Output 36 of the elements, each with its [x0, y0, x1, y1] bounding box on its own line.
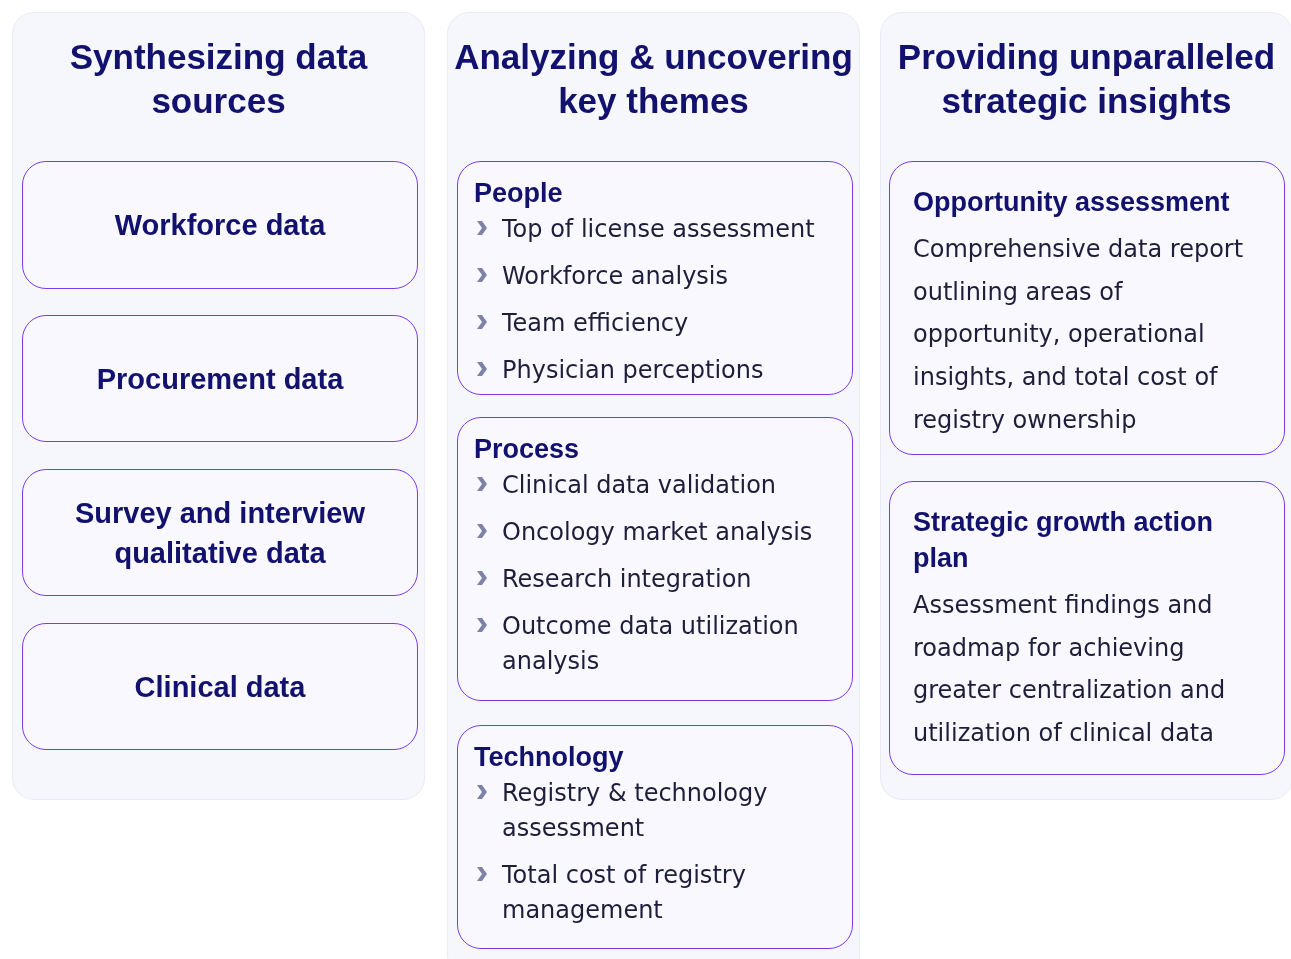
- card-title: Process: [474, 433, 581, 466]
- card-title: Strategic growth action plan: [913, 506, 1215, 575]
- list-item: Workforce analysis: [502, 261, 728, 292]
- card: [457, 161, 853, 395]
- list-item: Team efficiency: [502, 308, 689, 339]
- card-description: Comprehensive data report outlining areas of opportunity, operational insights, and total cost of registry ownership: [913, 234, 1245, 436]
- card: [22, 469, 418, 596]
- column-panel: [12, 12, 425, 800]
- column-panel: [880, 12, 1291, 800]
- card-title: People: [474, 177, 564, 210]
- card: [22, 623, 418, 750]
- column-heading: Analyzing & uncovering key themes: [453, 36, 854, 122]
- list-item: Top of license assessment: [502, 214, 815, 245]
- column-panel: [447, 12, 860, 959]
- column-heading: Providing unparalleled strategic insights: [896, 36, 1277, 122]
- card: [22, 161, 418, 289]
- list-item: Outcome data utilization analysis: [502, 611, 800, 677]
- card-title: Procurement data: [95, 361, 345, 397]
- card-title: Opportunity assessment: [913, 186, 1231, 219]
- column-heading: Synthesizing data sources: [68, 36, 369, 122]
- card-title: Workforce data: [113, 208, 327, 243]
- card-title: Clinical data: [133, 669, 307, 705]
- list-item: Oncology market analysis: [502, 517, 813, 548]
- list-item: Registry & technology assessment: [502, 778, 769, 844]
- card: [22, 315, 418, 442]
- card-title: Survey and interview qualitative data: [73, 495, 367, 571]
- list-item: Total cost of registry management: [502, 860, 747, 926]
- list-item: Research integration: [502, 564, 752, 595]
- card-description: Assessment findings and roadmap for achieving greater centralization and utilization of clinical data: [913, 590, 1227, 750]
- card: [457, 725, 853, 949]
- card: [457, 417, 853, 701]
- card: [889, 481, 1285, 775]
- card: [889, 161, 1285, 455]
- card-title: Technology: [474, 741, 625, 774]
- list-item: Clinical data validation: [502, 470, 777, 501]
- list-item: Physician perceptions: [502, 355, 764, 386]
